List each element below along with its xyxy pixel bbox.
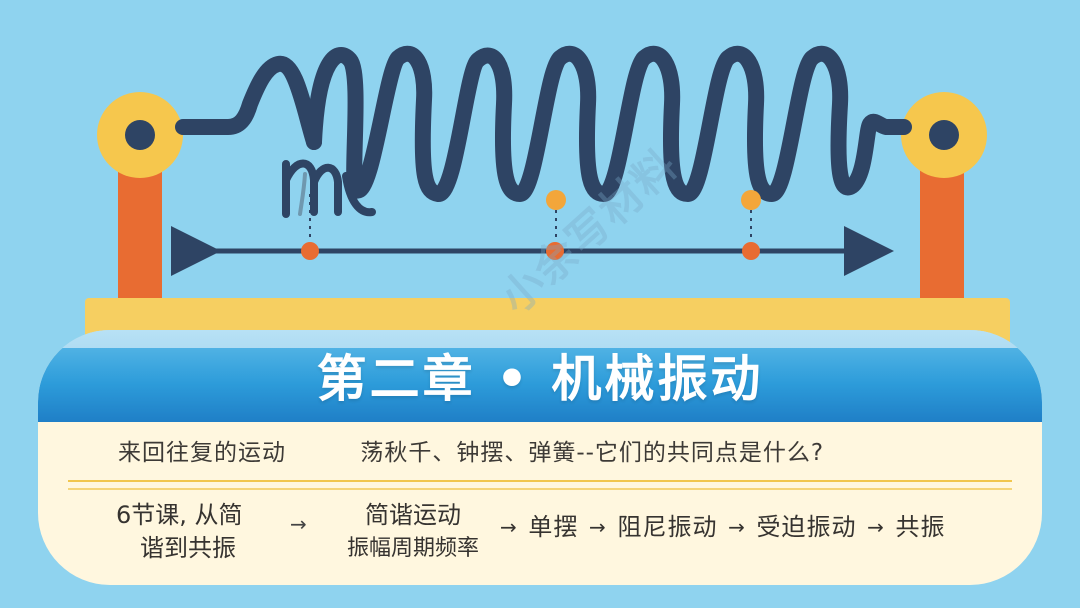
course-summary-line-1: 6节课, 从简	[116, 501, 243, 529]
intro-left-text: 来回往复的运动	[118, 440, 286, 466]
equilibrium-point-icon	[546, 242, 564, 260]
header-shine	[38, 330, 1042, 348]
chapter-card: 第二章 • 机械振动 来回往复的运动 荡秋千、钟摆、弹簧--它们的共同点是什么?…	[38, 330, 1042, 585]
course-summary: 6节课, 从简 谐到共振	[116, 499, 266, 565]
harmonic-motion-subtopics: 振幅周期频率	[346, 536, 479, 561]
spring-point-icon	[546, 190, 566, 210]
arrow-icon: →	[290, 512, 307, 536]
arrow-icon: →	[589, 515, 607, 539]
topic-sequence-item: 共振	[895, 513, 946, 541]
spring-icon	[175, 45, 912, 202]
right-pivot-center-icon	[929, 120, 959, 150]
content-divider	[68, 480, 1012, 482]
arrow-icon: →	[867, 515, 885, 539]
left-support-post-icon	[118, 158, 162, 318]
arrow-icon: →	[500, 515, 518, 539]
arrow-icon: →	[728, 515, 746, 539]
harmonic-motion-title: 简谐运动	[365, 501, 461, 529]
card-header: 第二章 • 机械振动	[38, 330, 1042, 422]
topic-sequence-item: 受迫振动	[756, 513, 857, 541]
sketch-mark-icon	[282, 159, 376, 218]
chapter-title: 第二章 • 机械振动	[316, 350, 764, 408]
course-summary-line-2: 谐到共振	[140, 534, 236, 562]
harmonic-motion-topic: 简谐运动 振幅周期频率	[328, 498, 498, 566]
left-pivot-center-icon	[125, 120, 155, 150]
intro-line: 来回往复的运动 荡秋千、钟摆、弹簧--它们的共同点是什么?	[118, 433, 824, 467]
content-divider-secondary	[68, 488, 1012, 490]
topic-sequence: → 单摆 → 阻尼振动 → 受迫振动 → 共振	[498, 507, 946, 542]
topic-sequence-item: 阻尼振动	[617, 513, 718, 541]
topic-sequence-item: 单摆	[528, 513, 579, 541]
equilibrium-point-icon	[742, 242, 760, 260]
spring-point-icon	[741, 190, 761, 210]
right-support-post-icon	[920, 158, 964, 318]
intro-right-text: 荡秋千、钟摆、弹簧--它们的共同点是什么?	[360, 440, 825, 466]
sketch-mark-accent-icon	[298, 172, 307, 216]
equilibrium-point-icon	[301, 242, 319, 260]
